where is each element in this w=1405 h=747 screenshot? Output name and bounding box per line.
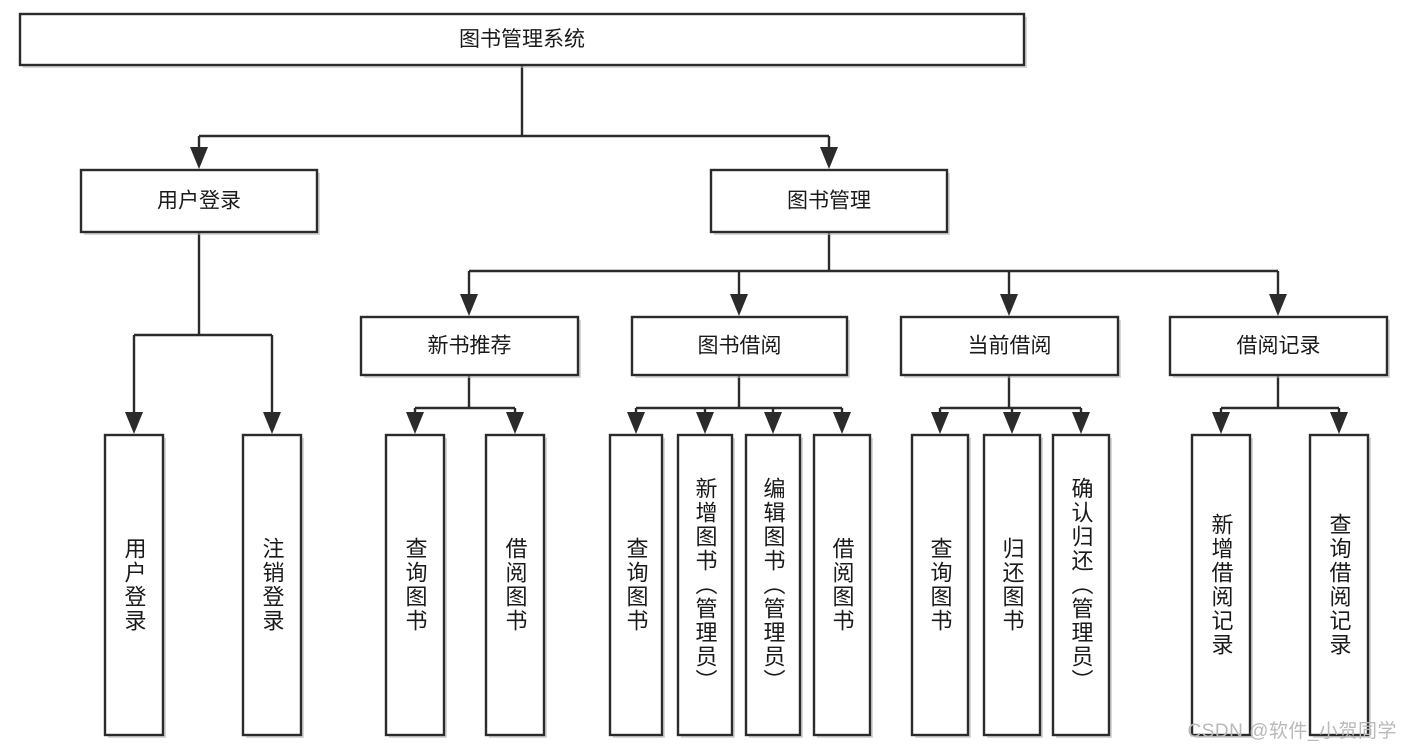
level3-node-book-borrow-label: 图书借阅 (698, 335, 782, 358)
arrow-head-icon (1003, 412, 1021, 434)
level2-node-book-management[interactable] (709, 168, 949, 234)
root-node-root[interactable] (18, 12, 1026, 67)
level3-node-borrow-records[interactable] (1168, 315, 1389, 377)
arrow-head-icon (263, 412, 281, 434)
leaf-node-leaf-user-login[interactable] (103, 433, 165, 737)
leaf-node-leaf-query-book-borrow[interactable] (608, 433, 664, 737)
node-box-layer (18, 12, 1390, 738)
arrow-head-icon (406, 412, 424, 434)
arrow-head-icon (1000, 294, 1018, 316)
arrow-head-icon (1212, 412, 1230, 434)
leaf-node-leaf-edit-book-admin[interactable] (744, 433, 802, 737)
arrow-head-icon (1072, 412, 1090, 434)
connector-group-root-bus (190, 65, 838, 169)
level3-node-new-book-recommend[interactable] (359, 315, 580, 377)
connector-group-borrow-records-bus (1212, 375, 1348, 434)
arrow-head-icon (1269, 294, 1287, 316)
arrow-head-icon (627, 412, 645, 434)
leaf-node-leaf-return-book[interactable] (982, 433, 1042, 737)
arrow-head-icon (506, 412, 524, 434)
arrow-head-icon (820, 147, 838, 169)
leaf-node-leaf-add-borrow-record[interactable] (1190, 433, 1252, 737)
csdn-watermark: CSDN @软件_小贺同学 (1187, 721, 1397, 742)
leaf-node-leaf-query-book-current[interactable] (910, 433, 970, 737)
leaf-node-leaf-logout-login[interactable] (241, 433, 303, 737)
connector-group-current-borrow-bus (931, 375, 1090, 434)
level3-node-current-borrow-label: 当前借阅 (968, 335, 1052, 358)
leaf-node-leaf-add-book-admin[interactable] (676, 433, 734, 737)
arrow-head-icon (730, 294, 748, 316)
level3-node-book-borrow[interactable] (630, 315, 849, 377)
level2-node-book-management-label: 图书管理 (787, 190, 871, 213)
connector-group-user-login-bus (125, 232, 281, 434)
connector-layer (125, 65, 1348, 434)
arrow-head-icon (460, 294, 478, 316)
arrow-head-icon (1330, 412, 1348, 434)
leaf-node-leaf-borrow-book[interactable] (812, 433, 872, 737)
root-node-root-label: 图书管理系统 (459, 28, 585, 51)
level2-node-user-login-label: 用户登录 (157, 190, 241, 213)
level3-node-new-book-recommend-label: 新书推荐 (428, 335, 512, 358)
arrow-head-icon (931, 412, 949, 434)
arrow-head-icon (764, 412, 782, 434)
leaf-node-leaf-query-book-recommend[interactable] (384, 433, 446, 737)
arrow-head-icon (125, 412, 143, 434)
arrow-head-icon (696, 412, 714, 434)
connector-group-book-borrow-bus (627, 375, 851, 434)
leaf-node-leaf-borrow-book-recommend[interactable] (484, 433, 546, 737)
connector-group-book-management-bus (460, 232, 1287, 316)
level3-node-current-borrow[interactable] (899, 315, 1120, 377)
leaf-node-leaf-confirm-return-admin[interactable] (1051, 433, 1111, 737)
arrow-head-icon (190, 147, 208, 169)
level2-node-user-login[interactable] (79, 168, 319, 234)
connector-group-new-book-recommend-bus (406, 375, 524, 434)
arrow-head-icon (833, 412, 851, 434)
level3-node-borrow-records-label: 借阅记录 (1237, 335, 1321, 358)
leaf-node-leaf-query-borrow-record[interactable] (1308, 433, 1370, 737)
